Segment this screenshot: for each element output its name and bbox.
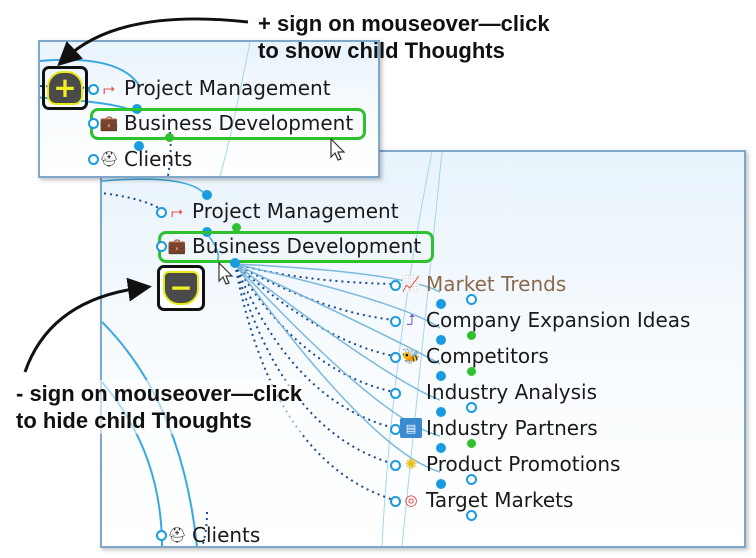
brain-map-expanded: ⮣ Project Management 💼 Business Developm… — [100, 150, 746, 548]
inset-node-project-management[interactable]: ⮣ Project Management — [98, 74, 331, 102]
expand-annotation: + sign on mouseover—click to show child … — [258, 11, 550, 63]
badge-icon: ▤ — [400, 418, 422, 438]
node-clients[interactable]: ⛑ Clients — [167, 523, 261, 547]
mouse-cursor-icon — [330, 138, 346, 161]
bee-icon: 🐝 — [401, 347, 421, 365]
bowler-hat-icon: ⛑ — [99, 150, 119, 168]
plus-icon: + — [53, 71, 77, 104]
child-competitors[interactable]: 🐝Competitors — [401, 344, 549, 368]
child-product-promotions[interactable]: ✺Product Promotions — [400, 450, 621, 478]
briefcase-icon: 💼 — [167, 237, 187, 255]
child-target-markets[interactable]: ◎Target Markets — [400, 486, 573, 514]
collapse-annotation: - sign on mouseover—click to hide child … — [16, 380, 303, 434]
inset-node-clients[interactable]: ⛑ Clients — [99, 147, 193, 171]
brain-map-collapsed: ⮣ Project Management 💼 Business Developm… — [38, 40, 380, 178]
project-arrow-icon: ⮣ — [102, 79, 115, 97]
sparkle-icon: ✺ — [404, 455, 418, 473]
node-business-development[interactable]: 💼 Business Development — [167, 234, 422, 258]
child-industry-partners[interactable]: ▤Industry Partners — [400, 414, 598, 442]
minus-icon: − — [169, 271, 193, 304]
child-industry-analysis[interactable]: Industry Analysis — [426, 380, 598, 404]
target-icon: ◎ — [404, 491, 418, 509]
chart-icon: 📈 — [401, 275, 421, 293]
mouse-cursor-icon — [218, 262, 234, 285]
collapse-children-button[interactable]: − — [157, 265, 205, 311]
node-project-management[interactable]: ⮣ Project Management — [166, 197, 399, 225]
inset-node-business-development[interactable]: 💼 Business Development — [99, 111, 354, 135]
arrow-icon: ⮥ — [406, 311, 416, 329]
project-arrow-icon: ⮣ — [170, 202, 183, 220]
expand-children-button[interactable]: + — [42, 66, 88, 110]
child-company-expansion-ideas[interactable]: ⮥Company Expansion Ideas — [400, 306, 691, 334]
bowler-hat-icon: ⛑ — [167, 526, 187, 544]
child-market-trends[interactable]: 📈Market Trends — [401, 272, 567, 296]
links — [102, 152, 443, 546]
briefcase-icon: 💼 — [99, 114, 119, 132]
